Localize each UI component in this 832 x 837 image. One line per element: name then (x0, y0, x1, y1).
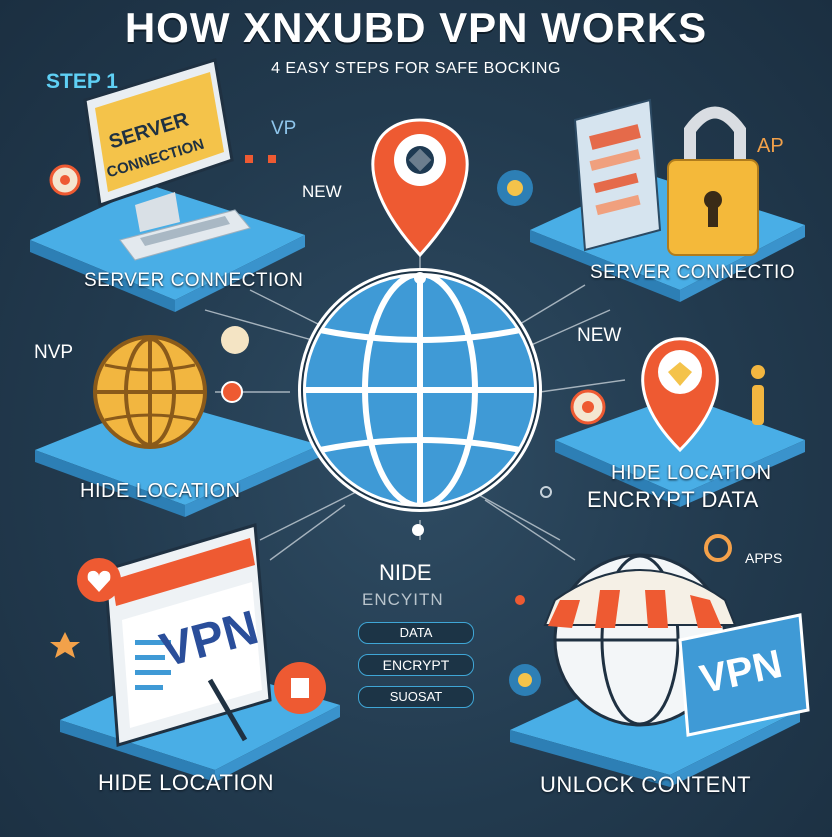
center-list-line2: ENCYITN (362, 590, 444, 609)
label-top-right: SERVER CONNECTIO (590, 262, 796, 283)
floating-vp: VP (271, 118, 297, 139)
store-globe-icon (509, 534, 810, 737)
floating-apps: APPS (745, 550, 783, 566)
pin-mid-right-icon (570, 337, 765, 453)
label-mid-right-1: HIDE LOCATION (611, 462, 772, 484)
floating-new-right: NEW (577, 325, 622, 346)
location-pin-icon (371, 118, 469, 258)
page-subtitle: 4 EASY STEPS FOR SAFE BOCKING (271, 60, 561, 77)
label-mid-left: HIDE LOCATION (80, 480, 241, 502)
server-monitor (83, 58, 251, 261)
center-list-line1: NIDE (379, 560, 432, 585)
gold-globe-icon (93, 326, 249, 449)
vpn-monitor (50, 523, 326, 747)
pill-suosat: SUOSAT (358, 686, 474, 708)
label-bottom-right: UNLOCK CONTENT (540, 772, 752, 797)
floating-nvp: NVP (34, 342, 74, 363)
lock-device (573, 98, 759, 256)
floating-ap: AP (757, 135, 784, 157)
decorations (49, 155, 552, 605)
page-title: HOW XNXUBD VPN WORKS (124, 4, 708, 51)
globe-icon (298, 268, 542, 512)
floating-new-top: NEW (302, 182, 342, 201)
step-label: STEP 1 (46, 70, 118, 93)
pill-data: DATA (358, 622, 474, 644)
label-mid-right-2: ENCRYPT DATA (587, 487, 759, 512)
label-top-left: SERVER CONNECTION (84, 270, 304, 291)
pill-encrypt: ENCRYPT (358, 654, 474, 676)
label-bottom-left: HIDE LOCATION (98, 770, 275, 795)
